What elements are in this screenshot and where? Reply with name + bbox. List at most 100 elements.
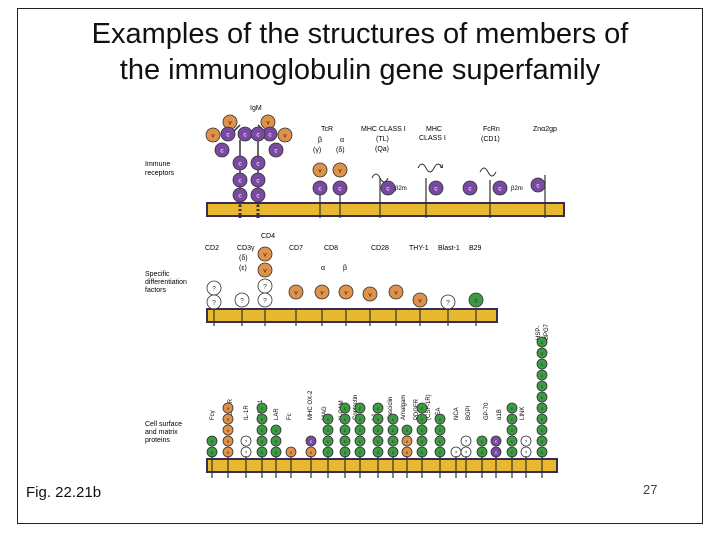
svg-text:v: v xyxy=(394,289,398,296)
diff-factor-domain: ? xyxy=(206,294,222,310)
svg-text:c: c xyxy=(421,440,424,445)
sub-cd8-beta: β xyxy=(343,265,347,272)
cell-surface-domain: c xyxy=(536,424,548,436)
cell-surface-domain: v xyxy=(401,446,413,458)
cell-surface-domain: c xyxy=(206,435,218,447)
sub-cd1: (CD1) xyxy=(481,136,500,143)
svg-text:c: c xyxy=(511,451,514,456)
svg-text:v: v xyxy=(320,289,324,296)
svg-text:c: c xyxy=(439,429,442,434)
membrane-1 xyxy=(206,202,565,217)
label-b29: B29 xyxy=(469,245,482,252)
svg-text:c: c xyxy=(421,418,424,423)
cell-surface-domain: c xyxy=(416,435,428,447)
cell-surface-domain: ? xyxy=(240,435,252,447)
cell-surface-domain: c xyxy=(506,435,518,447)
cell-surface-domain: ? xyxy=(450,446,462,458)
svg-text:c: c xyxy=(511,418,514,423)
svg-text:c: c xyxy=(261,451,264,456)
cell-surface-domain: c xyxy=(354,446,366,458)
cell-surface-domain: c xyxy=(322,435,334,447)
cell-surface-label: Fc xyxy=(287,413,293,420)
svg-text:c: c xyxy=(406,429,409,434)
svg-text:v: v xyxy=(227,418,230,423)
svg-text:c: c xyxy=(327,429,330,434)
cell-surface-domain: c xyxy=(322,413,334,425)
svg-text:v: v xyxy=(318,167,322,174)
sub-tcr-gamma: (γ) xyxy=(313,147,321,154)
cell-surface-domain: c xyxy=(270,446,282,458)
cell-surface-domain: c xyxy=(354,413,366,425)
cell-surface-domain: v xyxy=(305,446,317,458)
svg-text:c: c xyxy=(344,440,347,445)
label-tcr: TcR xyxy=(321,126,333,133)
svg-text:c: c xyxy=(318,185,322,192)
svg-text:c: c xyxy=(498,185,502,192)
svg-text:c: c xyxy=(344,451,347,456)
diff-factor-domain: ? xyxy=(206,280,222,296)
diff-factor-domain: v xyxy=(257,246,273,262)
label-igm: IgM xyxy=(250,105,262,112)
svg-text:c: c xyxy=(256,192,260,199)
sub-class-i: CLASS I xyxy=(419,135,446,142)
cell-surface-label: GP-70 xyxy=(484,402,490,420)
title-line-1: Examples of the structures of members of xyxy=(91,18,629,50)
svg-text:?: ? xyxy=(245,450,248,456)
cell-surface-domain: c xyxy=(416,413,428,425)
sub-cd8-alpha: α xyxy=(321,265,325,272)
cell-surface-domain: c xyxy=(339,446,351,458)
cell-surface-domain: ? xyxy=(460,435,472,447)
cell-surface-label: IL-1R xyxy=(244,405,250,420)
svg-text:v: v xyxy=(228,119,232,126)
cell-surface-domain: c xyxy=(372,424,384,436)
svg-text:v: v xyxy=(294,289,298,296)
svg-text:c: c xyxy=(211,440,214,445)
cell-surface-domain: c xyxy=(401,424,413,436)
svg-text:c: c xyxy=(439,451,442,456)
svg-text:v: v xyxy=(310,451,313,456)
membrane-2 xyxy=(206,308,498,323)
diff-factor-domain: ? xyxy=(440,294,456,310)
row-label-cell-1: Cell surface xyxy=(145,421,182,428)
cell-surface-domain: c xyxy=(536,347,548,359)
svg-text:c: c xyxy=(392,440,395,445)
svg-text:c: c xyxy=(275,429,278,434)
cell-surface-domain: c xyxy=(536,336,548,348)
svg-text:c: c xyxy=(359,407,362,412)
cell-surface-domain: v xyxy=(222,446,234,458)
cell-surface-domain: c xyxy=(372,413,384,425)
svg-text:v: v xyxy=(211,132,215,139)
cell-surface-domain: c xyxy=(490,435,502,447)
cell-surface-domain: ? xyxy=(460,446,472,458)
slide-frame xyxy=(17,8,703,524)
cell-surface-domain: c xyxy=(256,435,268,447)
svg-text:c: c xyxy=(541,352,544,357)
cell-surface-domain: c xyxy=(339,413,351,425)
svg-text:v: v xyxy=(406,451,409,456)
svg-text:?: ? xyxy=(465,439,468,445)
cell-surface-domain: v xyxy=(222,435,234,447)
svg-text:c: c xyxy=(359,440,362,445)
svg-text:c: c xyxy=(536,182,540,189)
cell-surface-domain: c xyxy=(372,446,384,458)
svg-text:c: c xyxy=(256,177,260,184)
cell-surface-domain: c xyxy=(434,446,446,458)
svg-text:c: c xyxy=(211,451,214,456)
cell-surface-domain: c xyxy=(387,413,399,425)
diff-factor-domain: v xyxy=(314,284,330,300)
cell-surface-domain: c xyxy=(372,435,384,447)
svg-text:c: c xyxy=(238,177,242,184)
mhc-domain: c xyxy=(380,180,396,196)
svg-text:c: c xyxy=(327,418,330,423)
label-blast1: Blast-1 xyxy=(438,245,460,252)
svg-text:c: c xyxy=(421,451,424,456)
diff-factor-domain: v xyxy=(338,284,354,300)
cell-surface-label: Fasciclin xyxy=(388,397,394,420)
svg-text:c: c xyxy=(386,185,390,192)
svg-text:c: c xyxy=(261,429,264,434)
svg-text:c: c xyxy=(495,451,498,456)
cell-surface-label: LINK xyxy=(520,407,526,420)
diff-factor-domain: c xyxy=(468,292,484,308)
svg-text:c: c xyxy=(256,160,260,167)
svg-text:c: c xyxy=(261,440,264,445)
